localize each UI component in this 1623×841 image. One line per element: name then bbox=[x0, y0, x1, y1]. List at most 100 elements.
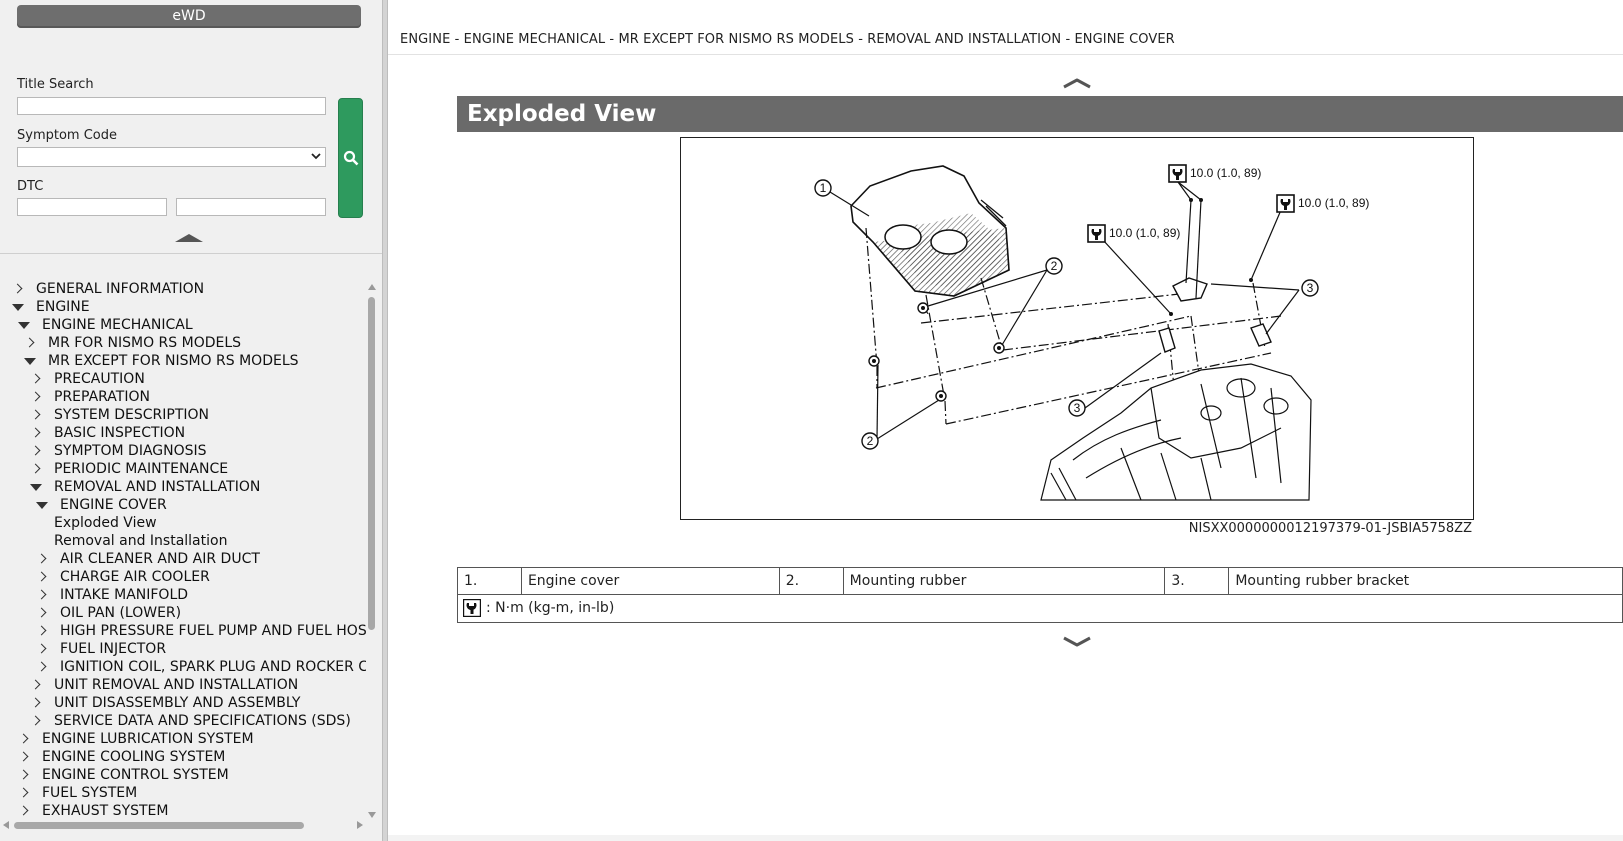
callout-2: 2 bbox=[867, 434, 874, 448]
collapsed-arrow-icon[interactable] bbox=[30, 676, 42, 694]
collapsed-arrow-icon[interactable] bbox=[30, 712, 42, 730]
tree-item[interactable]: ENGINE CONTROL SYSTEM bbox=[18, 766, 229, 784]
tree-item-label: GENERAL INFORMATION bbox=[36, 281, 205, 297]
tree-item[interactable]: FUEL INJECTOR bbox=[36, 640, 166, 658]
collapsed-arrow-icon[interactable] bbox=[30, 442, 42, 460]
tree-item[interactable]: UNIT DISASSEMBLY AND ASSEMBLY bbox=[30, 694, 300, 712]
collapsed-arrow-icon[interactable] bbox=[30, 424, 42, 442]
symptom-code-select[interactable] bbox=[17, 147, 326, 167]
dtc-input-2[interactable] bbox=[176, 198, 326, 216]
tree-item[interactable]: SERVICE DATA AND SPECIFICATIONS (SDS) bbox=[30, 712, 351, 730]
tree-horizontal-scrollbar[interactable] bbox=[0, 820, 366, 831]
legend-num: 1. bbox=[457, 567, 522, 595]
torque-label: 10.0 (1.0, 89) bbox=[1298, 196, 1369, 210]
tree-item[interactable]: SYSTEM DESCRIPTION bbox=[30, 406, 209, 424]
tree-item[interactable]: ENGINE LUBRICATION SYSTEM bbox=[18, 730, 254, 748]
tree-item[interactable]: GENERAL INFORMATION bbox=[12, 280, 204, 298]
tree-item-label: FUEL INJECTOR bbox=[60, 641, 167, 657]
tree-item[interactable]: FUEL SYSTEM bbox=[18, 784, 137, 802]
mounting-brackets bbox=[1158, 277, 1272, 353]
collapsed-arrow-icon[interactable] bbox=[12, 280, 24, 298]
tree-item[interactable]: PRECAUTION bbox=[30, 370, 145, 388]
expanded-arrow-icon[interactable] bbox=[36, 496, 48, 514]
scroll-down-icon[interactable] bbox=[368, 812, 376, 818]
collapsed-arrow-icon[interactable] bbox=[30, 406, 42, 424]
collapsed-arrow-icon[interactable] bbox=[30, 694, 42, 712]
tree-item[interactable]: REMOVAL AND INSTALLATION bbox=[30, 478, 260, 496]
collapsed-arrow-icon[interactable] bbox=[36, 550, 48, 568]
torque-note-text: : N·m (kg-m, in-lb) bbox=[486, 600, 615, 616]
collapsed-arrow-icon[interactable] bbox=[24, 334, 36, 352]
scroll-left-icon[interactable] bbox=[3, 821, 9, 829]
tree-vertical-scrollbar[interactable] bbox=[366, 282, 377, 820]
collapsed-arrow-icon[interactable] bbox=[18, 802, 30, 818]
tree-item[interactable]: Exploded View bbox=[54, 514, 157, 532]
symptom-code-label: Symptom Code bbox=[17, 128, 117, 143]
callouts: 1 2 2 3 3 bbox=[814, 179, 1319, 450]
tree-item[interactable]: HIGH PRESSURE FUEL PUMP AND FUEL HOSE bbox=[36, 622, 368, 640]
tree-item[interactable]: Removal and Installation bbox=[54, 532, 227, 550]
collapsed-arrow-icon[interactable] bbox=[18, 730, 30, 748]
collapsed-arrow-icon[interactable] bbox=[36, 622, 48, 640]
tree-item[interactable]: SYMPTOM DIAGNOSIS bbox=[30, 442, 207, 460]
tree-item[interactable]: UNIT REMOVAL AND INSTALLATION bbox=[30, 676, 298, 694]
expanded-arrow-icon[interactable] bbox=[18, 316, 30, 334]
collapsed-arrow-icon[interactable] bbox=[36, 658, 48, 676]
scroll-right-icon[interactable] bbox=[357, 821, 363, 829]
tree-item[interactable]: OIL PAN (LOWER) bbox=[36, 604, 181, 622]
tree-item-label: CHARGE AIR COOLER bbox=[60, 569, 210, 585]
expanded-arrow-icon[interactable] bbox=[30, 478, 42, 496]
tree-item-label: SERVICE DATA AND SPECIFICATIONS (SDS) bbox=[54, 713, 351, 729]
callout-2: 2 bbox=[1051, 259, 1058, 273]
tree-item[interactable]: PREPARATION bbox=[30, 388, 150, 406]
search-button[interactable] bbox=[338, 98, 363, 218]
tree-item[interactable]: PERIODIC MAINTENANCE bbox=[30, 460, 228, 478]
tree-item-label: ENGINE LUBRICATION SYSTEM bbox=[42, 731, 254, 747]
tree-item-label: MR EXCEPT FOR NISMO RS MODELS bbox=[48, 353, 299, 369]
tree-item[interactable]: MR FOR NISMO RS MODELS bbox=[24, 334, 241, 352]
collapsed-arrow-icon[interactable] bbox=[18, 766, 30, 784]
tree-item[interactable]: ENGINE COOLING SYSTEM bbox=[18, 748, 225, 766]
torque-leaders bbox=[1102, 181, 1282, 315]
collapsed-arrow-icon[interactable] bbox=[30, 460, 42, 478]
callout-1: 1 bbox=[820, 181, 827, 195]
tree-item-label: ENGINE bbox=[36, 299, 90, 315]
tree-item[interactable]: ENGINE MECHANICAL bbox=[18, 316, 193, 334]
collapsed-arrow-icon[interactable] bbox=[30, 388, 42, 406]
tree-item[interactable]: BASIC INSPECTION bbox=[30, 424, 185, 442]
chevron-up-icon[interactable] bbox=[1062, 74, 1092, 93]
tree-item[interactable]: AIR CLEANER AND AIR DUCT bbox=[36, 550, 260, 568]
ewd-button[interactable]: eWD bbox=[17, 5, 361, 28]
collapsed-arrow-icon[interactable] bbox=[36, 604, 48, 622]
tree-item[interactable]: EXHAUST SYSTEM bbox=[18, 802, 168, 818]
dtc-input-1[interactable] bbox=[17, 198, 167, 216]
tree-item-label: REMOVAL AND INSTALLATION bbox=[54, 479, 261, 495]
tree-item[interactable]: ENGINE COVER bbox=[36, 496, 167, 514]
scroll-up-icon[interactable] bbox=[368, 284, 376, 290]
tree-item[interactable]: ENGINE bbox=[12, 298, 90, 316]
tree-item-label: ENGINE COOLING SYSTEM bbox=[42, 749, 226, 765]
collapsed-arrow-icon[interactable] bbox=[30, 370, 42, 388]
title-search-input[interactable] bbox=[17, 97, 326, 115]
tree-item-label: PERIODIC MAINTENANCE bbox=[54, 461, 229, 477]
tree-item-label: BASIC INSPECTION bbox=[54, 425, 186, 441]
collapsed-arrow-icon[interactable] bbox=[36, 640, 48, 658]
scroll-thumb[interactable] bbox=[368, 297, 375, 630]
torque-label: 10.0 (1.0, 89) bbox=[1109, 226, 1180, 240]
panel-splitter[interactable] bbox=[382, 0, 388, 841]
exploded-view-figure: 10.0 (1.0, 89) 10.0 (1.0, 89) 10.0 (1.0,… bbox=[680, 137, 1474, 520]
scroll-thumb-horizontal[interactable] bbox=[14, 822, 304, 829]
collapsed-arrow-icon[interactable] bbox=[18, 748, 30, 766]
collapsed-arrow-icon[interactable] bbox=[36, 586, 48, 604]
expanded-arrow-icon[interactable] bbox=[24, 352, 36, 370]
collapsed-arrow-icon[interactable] bbox=[36, 568, 48, 586]
tree-item[interactable]: MR EXCEPT FOR NISMO RS MODELS bbox=[24, 352, 299, 370]
tree-item[interactable]: IGNITION COIL, SPARK PLUG AND ROCKER COV… bbox=[36, 658, 368, 676]
tree-item[interactable]: INTAKE MANIFOLD bbox=[36, 586, 188, 604]
collapse-search-icon[interactable] bbox=[175, 234, 203, 242]
expanded-arrow-icon[interactable] bbox=[12, 298, 24, 316]
tree-item[interactable]: CHARGE AIR COOLER bbox=[36, 568, 210, 586]
collapsed-arrow-icon[interactable] bbox=[18, 784, 30, 802]
chevron-down-icon[interactable] bbox=[1062, 633, 1092, 652]
